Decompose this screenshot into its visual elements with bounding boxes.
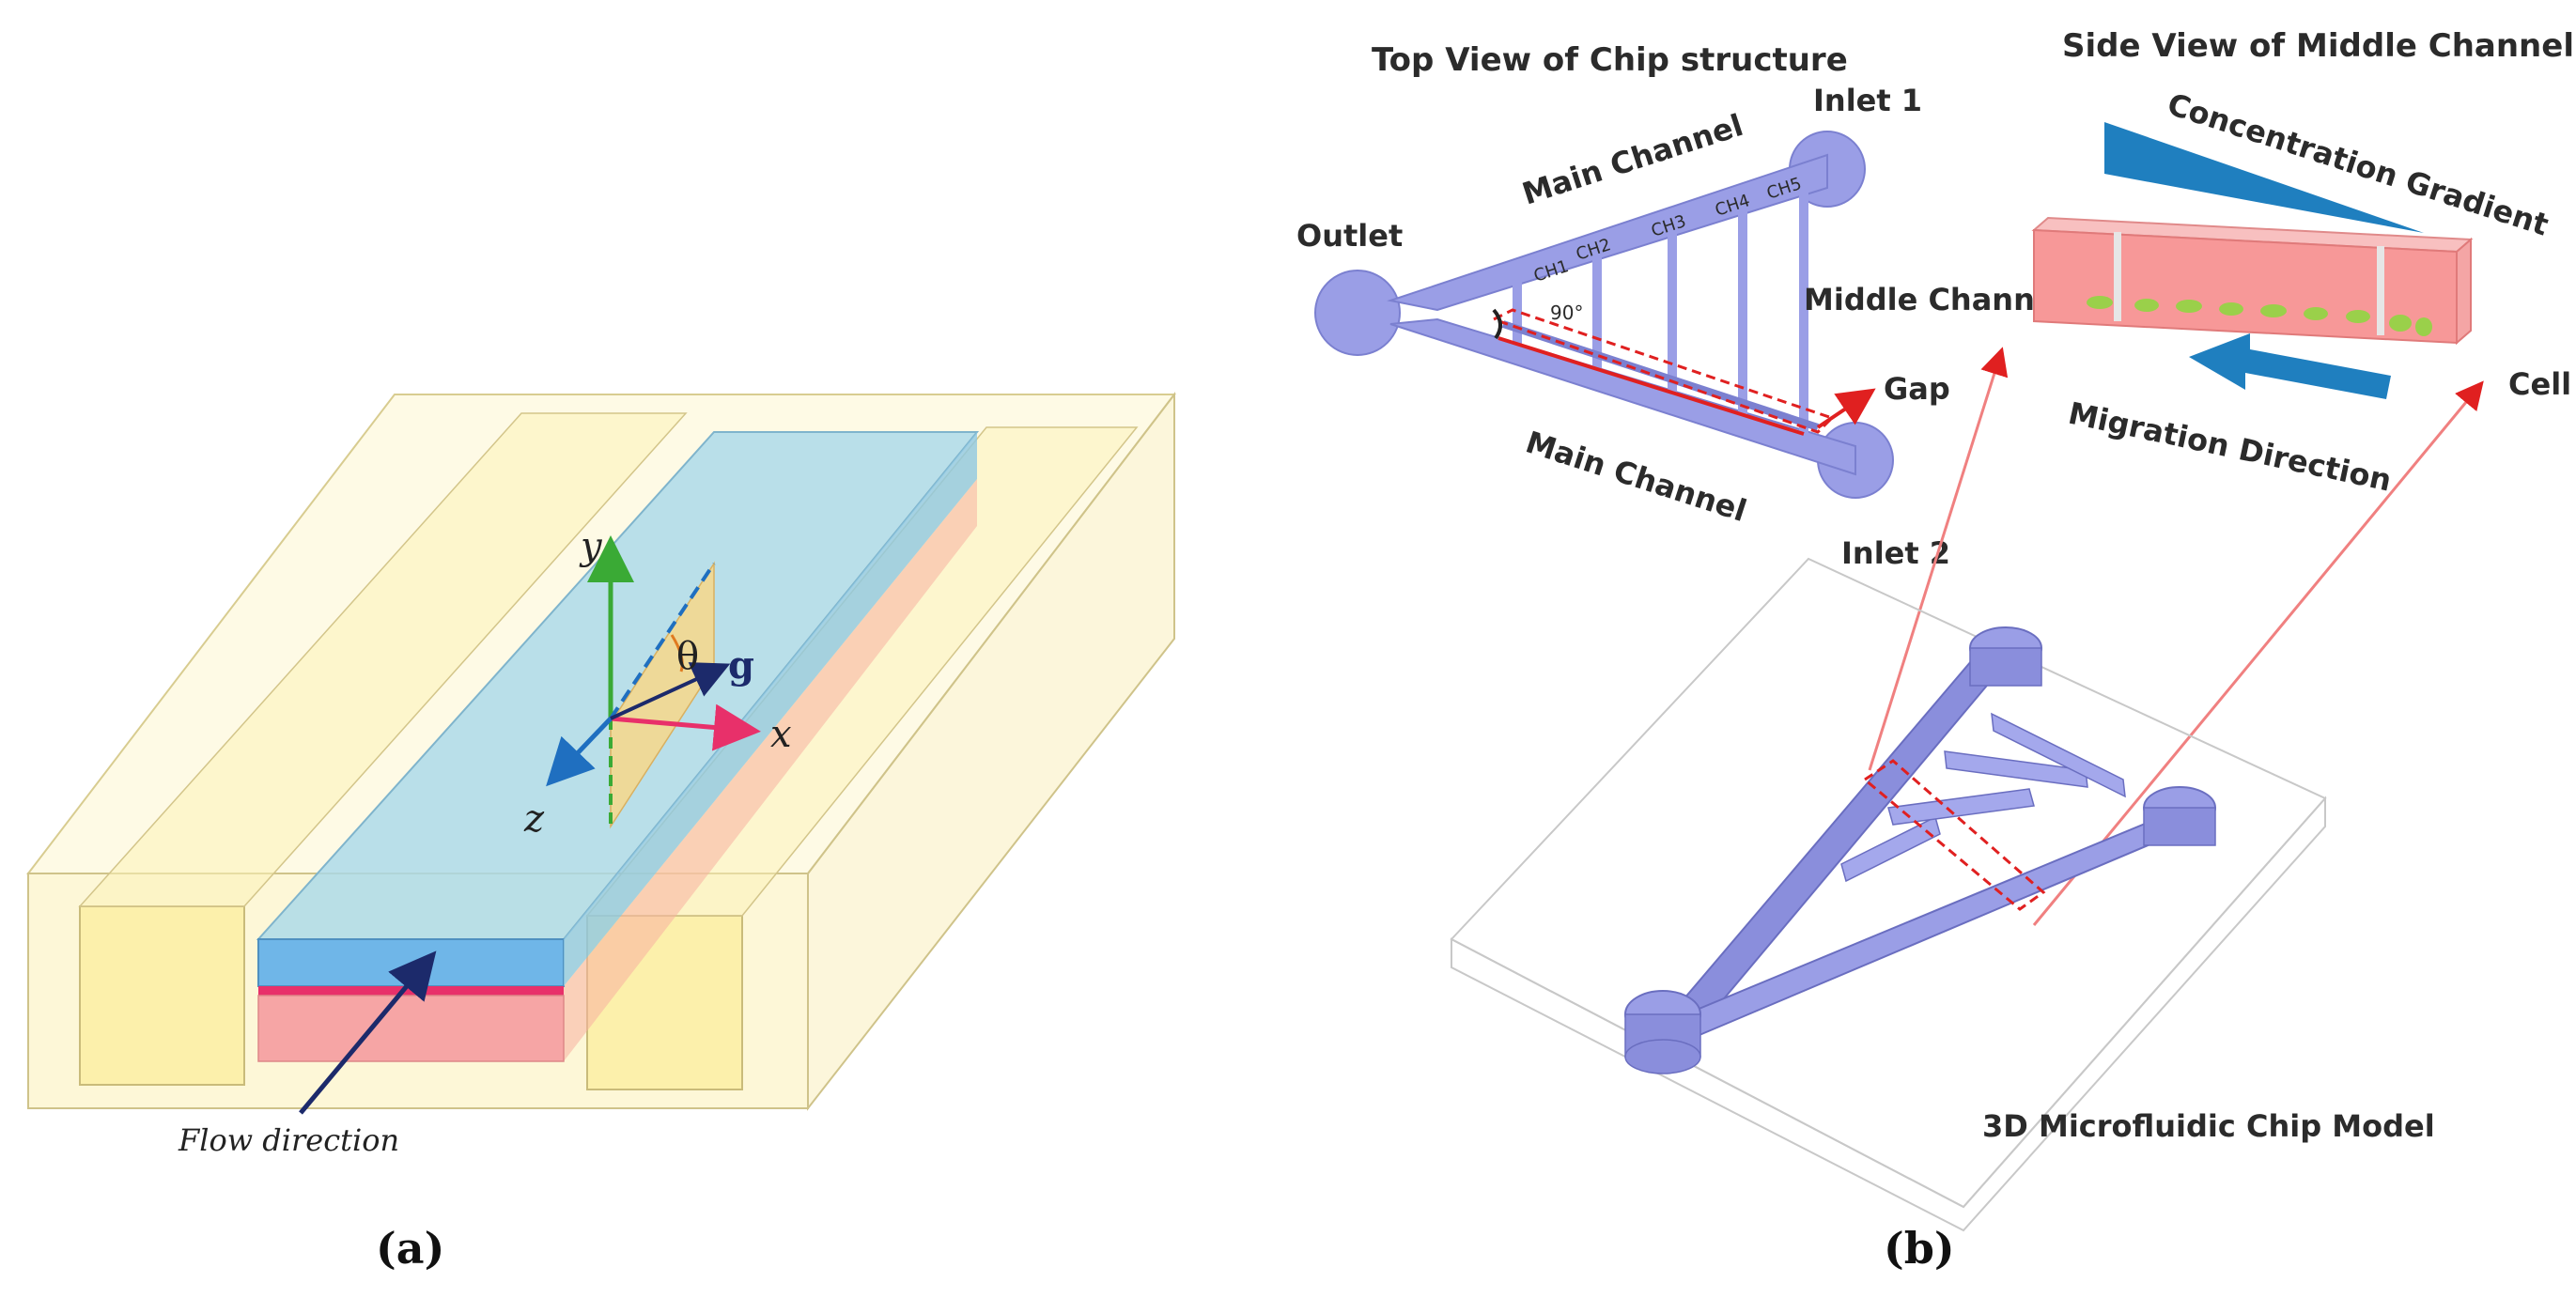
- cross-channels: [1513, 188, 1808, 441]
- y-axis-label: y: [579, 525, 603, 568]
- left-side-block: [78, 412, 688, 1086]
- main-channel-top-shape: [1387, 153, 1828, 312]
- inlet2-label: Inlet 2: [1841, 535, 1950, 571]
- outlet-port: [1314, 270, 1401, 356]
- chip-cross-channels: [1840, 712, 2126, 883]
- substrate-box-side: [1451, 796, 2326, 1232]
- main-channel-bottom-label: Main Channel: [1522, 424, 1751, 529]
- cells: [2087, 296, 2432, 336]
- side-channel-end: [2456, 237, 2472, 346]
- flow-direction-arrow: [299, 950, 437, 1115]
- right-wall-gap: [2377, 246, 2384, 335]
- z-axis-label: z: [523, 797, 545, 841]
- z-axis-arrow: [546, 717, 613, 787]
- g-label: g: [728, 643, 754, 688]
- flow-direction-label: Flow direction: [178, 1122, 399, 1158]
- side-view-channel: [2031, 122, 2474, 399]
- chip-highlight-box: [1862, 759, 2046, 911]
- concentration-gradient-wedge: [2104, 122, 2424, 233]
- gap-label: Gap: [1884, 371, 1950, 407]
- cell-label: Cell: [2508, 366, 2571, 402]
- panel-a-diagram: y x z θ g Flow direction (a): [25, 392, 1177, 1274]
- top-view-chip: 90° CH1 CH2 CH3 CH4 CH5: [1314, 131, 1894, 499]
- gap-arrow: [1816, 388, 1876, 429]
- fluid-channel: [256, 431, 980, 1062]
- model-label: 3D Microfluidic Chip Model: [1982, 1108, 2435, 1144]
- pink-layer-side: [564, 479, 977, 1061]
- 3d-chip-model: [1450, 557, 2327, 1232]
- migration-direction-arrow: [2189, 333, 2391, 399]
- middle-channel-outline: [1497, 336, 1805, 436]
- angle-arc: [1492, 308, 1502, 340]
- outlet-label: Outlet: [1296, 218, 1403, 254]
- panel-a-caption: (a): [376, 1223, 444, 1274]
- inlet1-label: Inlet 1: [1813, 83, 1922, 118]
- pointer-line-right: [2032, 380, 2484, 926]
- chip-inlet2-cylinder: [2143, 807, 2216, 846]
- angle-label: 90°: [1550, 301, 1583, 324]
- x-axis-label: x: [770, 713, 792, 756]
- chip-outlet-base: [1624, 1039, 1701, 1074]
- theta-label: θ: [676, 635, 699, 678]
- pointer-line-left: [1868, 347, 2009, 771]
- theta-arc: [670, 634, 684, 672]
- x-axis-arrow: [610, 703, 761, 751]
- left-wall-gap: [2114, 232, 2121, 321]
- chip-bottom-arm: [1661, 815, 2172, 1044]
- chip-inlet1-cylinder: [1969, 647, 2042, 687]
- main-channel-bottom-shape: [1389, 317, 1856, 476]
- chip-left-arm: [1661, 646, 2012, 1040]
- middle-channel-label: Middle Channel: [1804, 282, 2066, 317]
- migration-direction-label: Migration Direction: [2065, 395, 2395, 499]
- side-view-title: Side View of Middle Channel: [2062, 27, 2574, 65]
- panel-b-diagram: Top View of Chip structure Side View of …: [1296, 27, 2574, 1274]
- plane-dash-line: [609, 562, 716, 720]
- panel-b-caption: (b): [1884, 1223, 1955, 1274]
- top-view-title: Top View of Chip structure: [1372, 41, 1848, 79]
- g-vector-arrow: [610, 662, 731, 720]
